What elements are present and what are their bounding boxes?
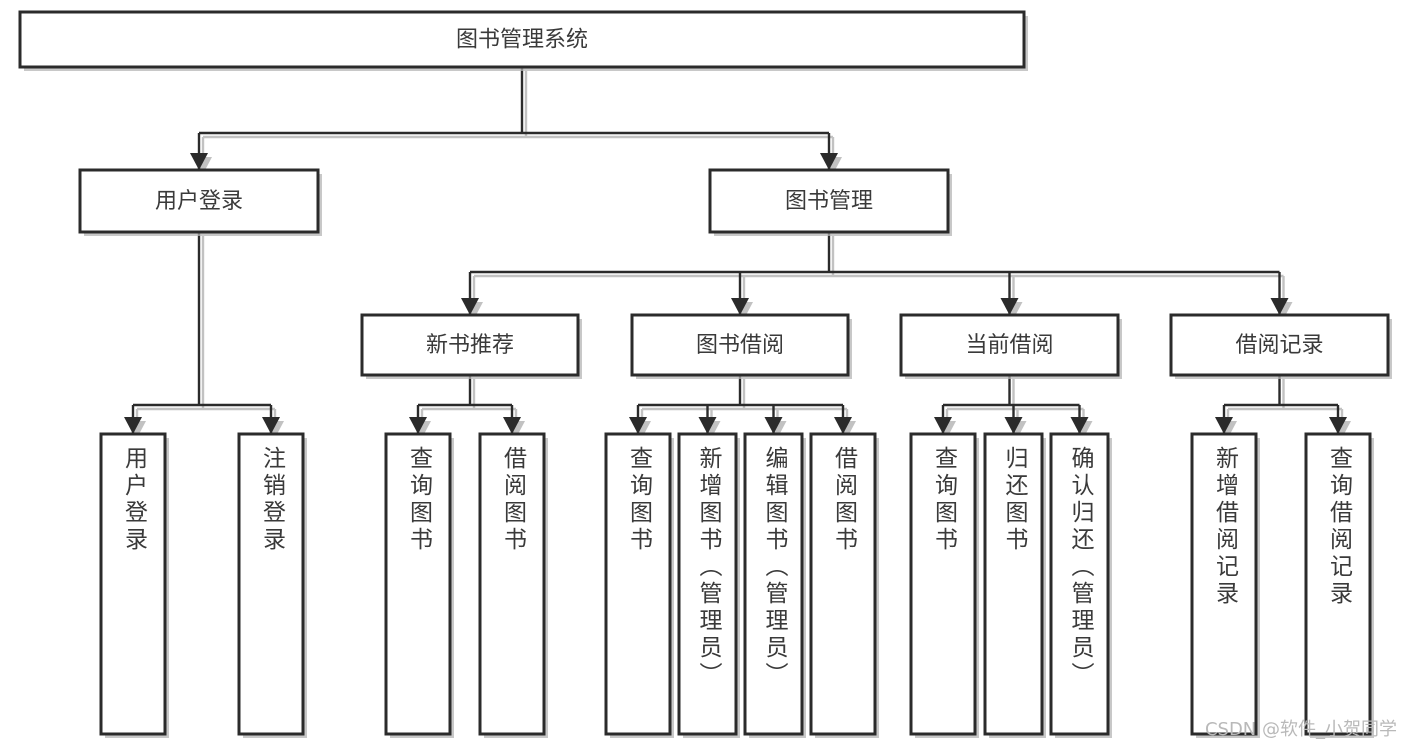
arrow-head (1070, 417, 1089, 434)
arrow-head (461, 298, 479, 315)
arrow-head (629, 417, 647, 434)
arrow-head (1270, 298, 1289, 315)
arrow-head (1004, 417, 1023, 434)
node-label: 图书管理系统 (456, 28, 588, 53)
node-leaf-query-book-1[interactable] (384, 432, 454, 738)
arrow-head (934, 417, 952, 434)
node-leaf-query-record[interactable] (1304, 432, 1374, 738)
arrow-head (731, 298, 749, 315)
node-leaf-borrow-book-2[interactable] (809, 432, 879, 738)
node-leaf-add-book[interactable] (677, 432, 740, 738)
node-label: 图书借阅 (696, 333, 784, 358)
node-label: 借阅记录 (1235, 333, 1323, 358)
node-borrow-record[interactable]: 借阅记录 (1169, 313, 1392, 379)
node-leaf-query-book-3[interactable] (909, 432, 979, 738)
node-图书管理系统[interactable]: 图书管理系统 (18, 10, 1028, 71)
node-book-manage[interactable]: 图书管理 (708, 168, 952, 236)
node-leaf-user-login[interactable] (99, 432, 169, 738)
arrow-head (124, 417, 142, 434)
node-book-borrow[interactable]: 图书借阅 (630, 313, 852, 379)
node-leaf-confirm-return[interactable] (1049, 432, 1112, 738)
watermark-text: CSDN @软件_小贺同学 (1204, 719, 1397, 740)
arrow-head (698, 417, 717, 434)
arrow-head (190, 153, 208, 170)
node-label: 图书管理 (785, 189, 873, 214)
node-leaf-return-book[interactable] (983, 432, 1046, 738)
arrow-head (764, 417, 783, 434)
arrow-head (262, 417, 280, 434)
node-leaf-borrow-book-1[interactable] (478, 432, 548, 738)
node-leaf-query-book-2[interactable] (604, 432, 674, 738)
node-label: 用户登录 (155, 189, 243, 214)
node-leaf-logout[interactable] (237, 432, 307, 738)
arrow-head (409, 417, 427, 434)
node-leaf-add-record[interactable] (1190, 432, 1260, 738)
node-label: 新书推荐 (426, 333, 514, 358)
arrow-head (1000, 298, 1019, 315)
node-new-book-rec[interactable]: 新书推荐 (360, 313, 582, 379)
node-label: 当前借阅 (965, 333, 1053, 358)
arrow-head (1329, 417, 1347, 434)
node-current-borrow[interactable]: 当前借阅 (899, 313, 1122, 379)
node-user-login[interactable]: 用户登录 (78, 168, 322, 236)
arrow-head (503, 417, 521, 434)
node-leaf-edit-book[interactable] (743, 432, 806, 738)
arrow-head (820, 153, 838, 170)
arrow-head (1215, 417, 1233, 434)
edges-layer (124, 67, 1351, 438)
arrow-head (834, 417, 852, 434)
